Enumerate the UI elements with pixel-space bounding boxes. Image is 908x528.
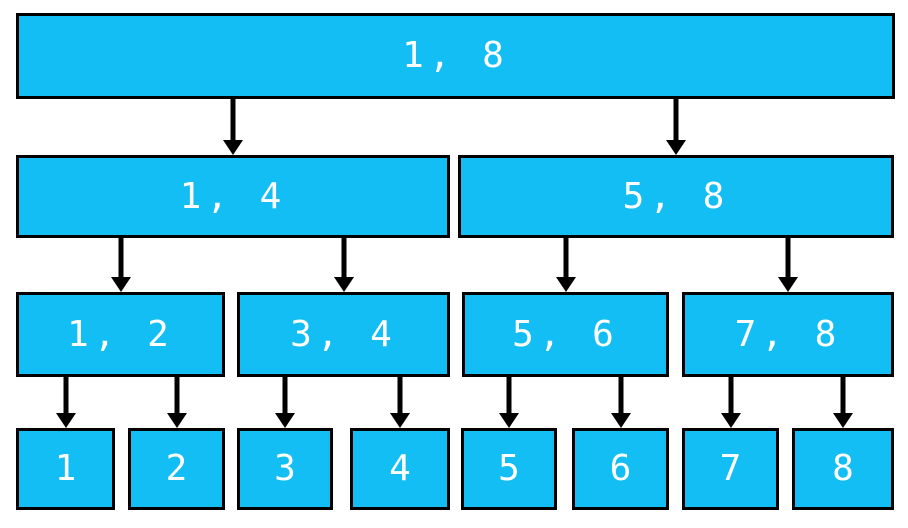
arrow-down-icon [610,377,632,428]
arrow-down-icon [110,238,132,292]
tree-leaf-7: 7 [682,428,779,510]
tree-leaf-2: 2 [128,428,225,510]
arrow-down-icon [832,377,854,428]
arrow-down-icon [498,377,520,428]
arrow-down-icon [665,99,687,155]
arrow-down-icon [55,377,77,428]
arrow-down-icon [777,238,799,292]
tree-node-3-4: 3, 4 [237,292,450,377]
tree-node-1-2: 1, 2 [16,292,225,377]
arrow-down-icon [166,377,188,428]
arrow-down-icon [333,238,355,292]
arrow-down-icon [222,99,244,155]
tree-node-1-4: 1, 4 [16,155,450,238]
tree-node-5-8: 5, 8 [458,155,894,238]
tree-leaf-3: 3 [237,428,333,510]
tree-leaf-1: 1 [16,428,115,510]
arrow-down-icon [274,377,296,428]
tree-leaf-6: 6 [572,428,669,510]
tree-node-1-8: 1, 8 [16,13,895,99]
tree-node-7-8: 7, 8 [682,292,894,377]
tree-node-5-6: 5, 6 [462,292,669,377]
tree-leaf-5: 5 [461,428,557,510]
tree-leaf-8: 8 [792,428,894,510]
arrow-down-icon [389,377,411,428]
arrow-down-icon [555,238,577,292]
arrow-down-icon [720,377,742,428]
tree-leaf-4: 4 [350,428,450,510]
